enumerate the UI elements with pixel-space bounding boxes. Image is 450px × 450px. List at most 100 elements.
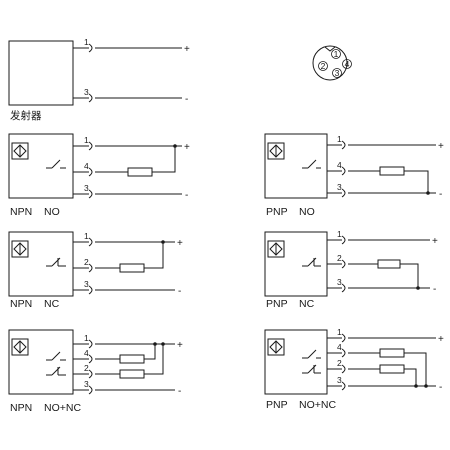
npn-nc-pin-2-label: 2 <box>84 257 89 267</box>
pnp-nc-type-label: PNP <box>266 298 288 310</box>
npn-nonc-junction-nc <box>161 342 165 346</box>
pnp-no-switch-icon <box>302 159 321 169</box>
pnp-nonc-no-switch-icon <box>302 349 321 359</box>
pnp-no-load-resistor <box>379 166 405 176</box>
npn-nonc-pin-4-label: 4 <box>84 348 89 358</box>
connector-pin-3-label: 3 <box>335 68 340 78</box>
pnp-nc-pin-3-label: 3 <box>337 277 342 287</box>
npn-nonc-type-label: NPN <box>10 402 32 414</box>
pnp-no-pin-4-label: 4 <box>337 160 342 170</box>
npn-nonc-pin-3-label: 3 <box>84 379 89 389</box>
pnp-nonc-pin-4-label: 4 <box>337 342 342 352</box>
npn-nonc-plus-sign: + <box>177 340 183 351</box>
connector-key-notch <box>324 46 336 52</box>
connector-pin-1-label: 1 <box>334 49 339 59</box>
emitter-pin-1-label: 1 <box>84 37 89 47</box>
npn-nonc-sensor-icon <box>11 338 29 356</box>
emitter-plus-sign: + <box>184 44 190 55</box>
pnp-nc-load-return <box>400 263 419 288</box>
pnp-no-sensor-icon <box>267 142 285 160</box>
pnp-nonc-resistor-nc <box>379 364 405 374</box>
pnp-nonc-plus-sign: + <box>438 334 444 345</box>
npn-nc-minus-sign: - <box>178 286 181 297</box>
connector-pin-2-label: 2 <box>321 61 326 71</box>
connector-pinout: 1 2 3 4 <box>312 45 352 81</box>
pnp-nc-load-resistor <box>377 259 401 269</box>
npn-nonc-mode-label: NO+NC <box>44 402 81 414</box>
npn-no-type-label: NPN <box>10 206 32 218</box>
npn-nc-load-return <box>144 242 164 269</box>
npn-nc-junction <box>161 240 165 244</box>
npn-nonc-minus-sign: - <box>178 386 181 397</box>
npn-nc-pin-1-label: 1 <box>84 231 89 241</box>
pnp-nc-plus-sign: + <box>432 236 438 247</box>
pnp-no-pin-1-label: 1 <box>337 134 342 144</box>
pnp-nc-mode-label: NC <box>299 298 315 310</box>
pnp-no-block: 1 4 3 + - PNP NO <box>264 133 444 218</box>
pnp-no-load-return <box>404 170 429 193</box>
npn-nonc-return-no <box>144 344 156 360</box>
emitter-housing <box>8 40 74 106</box>
npn-nc-switch-icon <box>46 257 66 267</box>
pnp-no-housing <box>264 133 328 199</box>
npn-nonc-return-nc <box>144 344 164 375</box>
npn-nonc-junction-no <box>153 342 157 346</box>
pnp-nc-block: 1 2 3 + - PNP NC <box>264 229 438 310</box>
connector-pin-4-ring <box>342 59 352 69</box>
emitter-minus-sign: - <box>185 94 188 105</box>
pnp-no-plus-sign: + <box>438 141 444 152</box>
pnp-nonc-return-nc <box>404 368 417 386</box>
npn-nonc-no-switch-icon <box>46 351 66 361</box>
npn-nc-pin-3-label: 3 <box>84 279 89 289</box>
npn-no-plus-sign: + <box>184 142 190 153</box>
pnp-nonc-sensor-icon <box>267 338 285 356</box>
npn-no-pin-3-label: 3 <box>84 183 89 193</box>
pnp-nc-housing <box>264 231 328 297</box>
pnp-nc-pin-1-label: 1 <box>337 229 342 239</box>
npn-nonc-block: 1 4 2 3 + - NPN NO+NC <box>8 329 183 414</box>
pnp-no-type-label: PNP <box>266 206 288 218</box>
connector-outline <box>312 45 348 81</box>
connector-pin-3-ring <box>332 68 342 78</box>
npn-no-load-resistor <box>127 167 153 177</box>
npn-no-switch-icon <box>46 159 66 169</box>
pnp-nonc-pin-3-label: 3 <box>337 375 342 385</box>
npn-nc-housing <box>8 231 74 297</box>
connector-pin-4-label: 4 <box>345 59 350 69</box>
npn-nc-mode-label: NC <box>44 298 60 310</box>
npn-nc-plus-sign: + <box>177 238 183 249</box>
pnp-nonc-nc-switch-icon <box>302 364 321 374</box>
npn-no-pin-4-label: 4 <box>84 161 89 171</box>
connector-pin-1-ring <box>331 49 341 59</box>
npn-nc-sensor-icon <box>11 240 29 258</box>
npn-nonc-housing <box>8 329 74 395</box>
pnp-nc-sensor-icon <box>267 240 285 258</box>
npn-no-sensor-icon <box>11 142 29 160</box>
npn-no-housing <box>8 133 74 199</box>
pnp-nonc-type-label: PNP <box>266 399 288 411</box>
pnp-nonc-mode-label: NO+NC <box>299 399 336 411</box>
npn-no-minus-sign: - <box>185 190 188 201</box>
npn-nc-type-label: NPN <box>10 298 32 310</box>
pnp-nonc-pin-1-label: 1 <box>337 327 342 337</box>
emitter-block: 1 3 + - 发射器 <box>8 37 190 122</box>
npn-nonc-pin-2-label: 2 <box>84 363 89 373</box>
npn-nonc-resistor-nc <box>119 369 145 379</box>
npn-no-block: 1 4 3 + - NPN NO <box>8 133 190 218</box>
pnp-nc-minus-sign: - <box>433 284 436 295</box>
npn-no-junction <box>173 144 177 148</box>
pnp-no-mode-label: NO <box>299 206 315 218</box>
pnp-no-minus-sign: - <box>439 189 442 200</box>
npn-no-mode-label: NO <box>44 206 60 218</box>
npn-nonc-resistor-no <box>119 354 145 364</box>
pnp-nc-pin-2-label: 2 <box>337 253 342 263</box>
pnp-nonc-pin-2-label: 2 <box>337 358 342 368</box>
pnp-nonc-minus-sign: - <box>439 382 442 393</box>
emitter-caption: 发射器 <box>10 109 42 122</box>
npn-no-pin-1-label: 1 <box>84 135 89 145</box>
npn-nonc-nc-switch-icon <box>46 366 66 376</box>
pnp-no-pin-3-label: 3 <box>337 182 342 192</box>
connector-pin-2-ring <box>318 61 328 71</box>
